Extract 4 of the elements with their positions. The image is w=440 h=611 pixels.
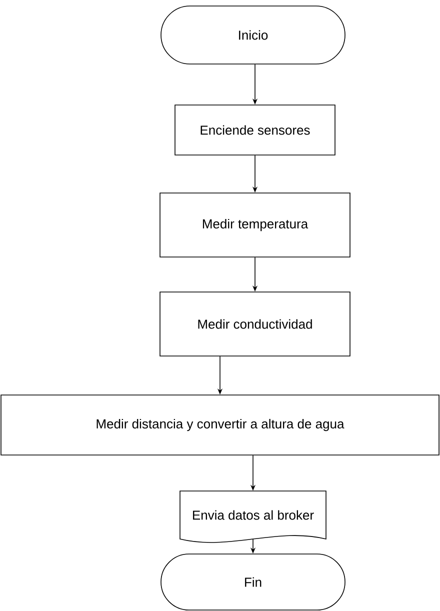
process-box: Medir conductividad xyxy=(160,292,350,356)
process-box: Enciende sensores xyxy=(174,104,336,156)
process-box: Medir distancia y convertir a altura de agua xyxy=(0,394,440,456)
process-box: Medir temperatura xyxy=(160,192,350,258)
